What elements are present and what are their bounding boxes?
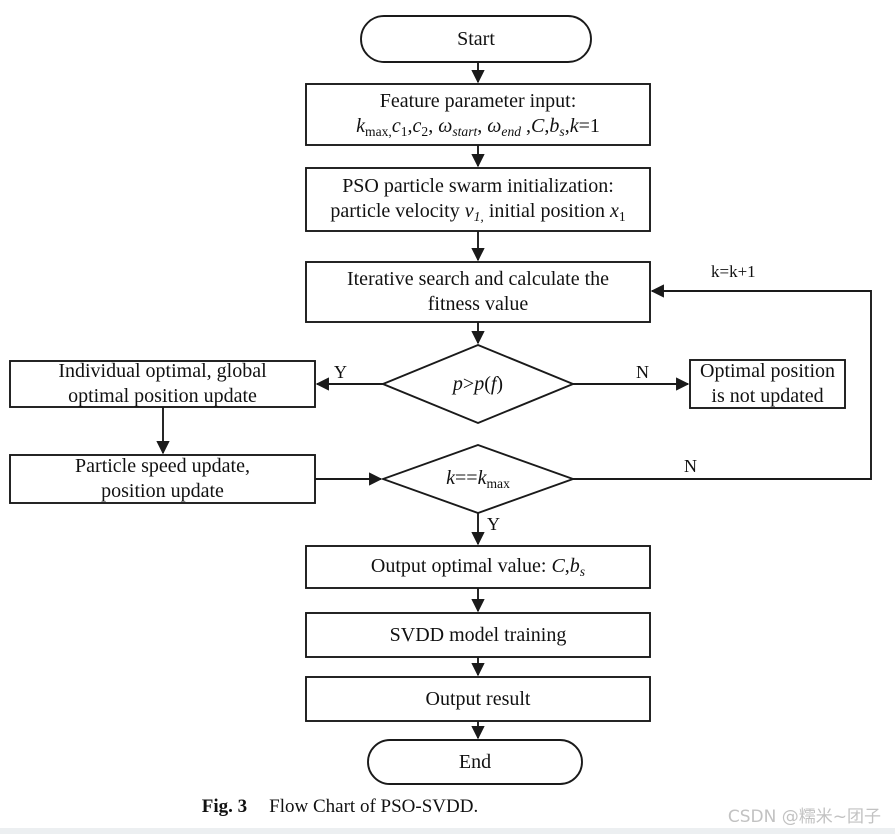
edge-cond2-no-loopback [573, 284, 872, 480]
node-init-shape [305, 167, 651, 232]
node-outval-shape [305, 545, 651, 589]
node-input-shape [305, 83, 651, 146]
figure-caption: Fig. 3 Flow Chart of PSO-SVDD. [0, 796, 680, 818]
node-end-shape [367, 739, 583, 785]
node-speed-shape [9, 454, 316, 504]
node-outres-shape [305, 676, 651, 722]
edge-label-cond2-no: N [684, 456, 697, 476]
node-cond1-shape [380, 343, 576, 425]
bottom-divider [0, 828, 895, 834]
node-svdd-shape [305, 612, 651, 658]
node-update-shape [9, 360, 316, 408]
node-noupdate-shape [689, 359, 846, 409]
csdn-watermark: CSDN @糯米~团子 [727, 807, 881, 827]
edge-label-cond2-yes: Y [487, 514, 500, 534]
edge-label-k-increment: k=k+1 [711, 262, 756, 281]
caption-text: Flow Chart of PSO-SVDD. [269, 796, 479, 817]
edge-label-cond1-yes: Y [334, 362, 347, 382]
node-start-shape [360, 15, 592, 63]
edge-label-cond1-no: N [636, 362, 649, 382]
node-cond2-shape [380, 443, 576, 515]
node-iterate-shape [305, 261, 651, 323]
caption-label: Fig. 3 [201, 796, 248, 817]
